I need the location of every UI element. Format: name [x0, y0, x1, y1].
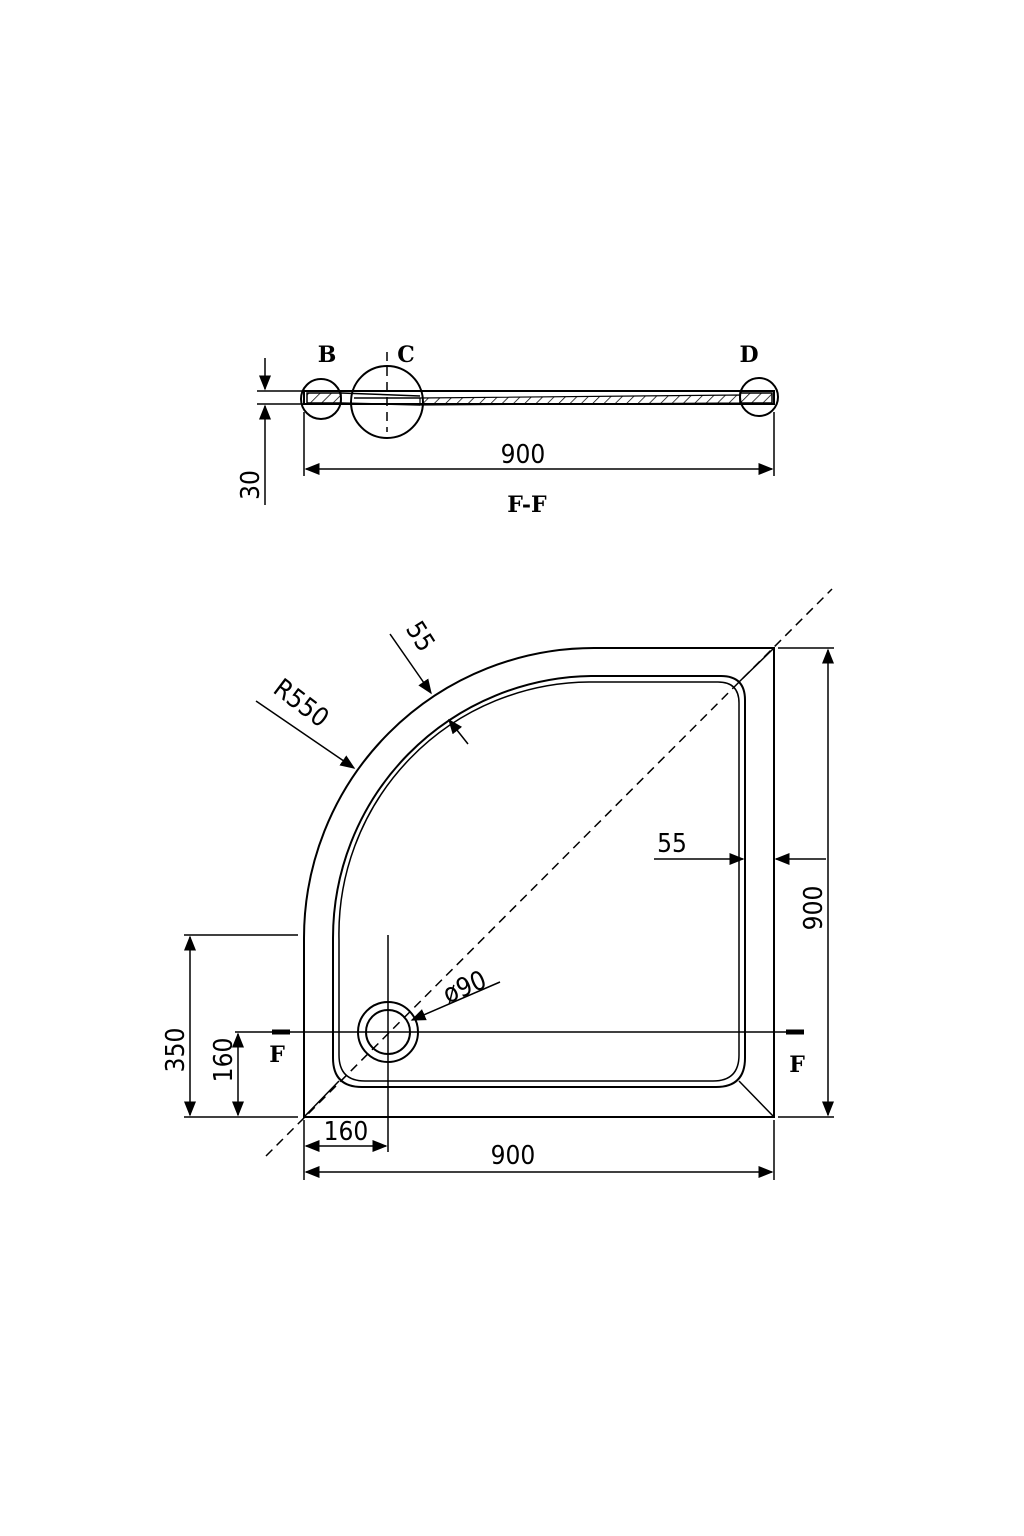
drain-offset-y-dimension: 160 [209, 1032, 244, 1117]
section-mark-left: F [269, 1042, 285, 1068]
section-caption: F-F [507, 492, 547, 518]
section-view: B C D 30 900 F-F [236, 342, 779, 518]
radius-dimension: R550 [255, 673, 356, 769]
plan-height-label: 900 [799, 886, 829, 931]
drain-offset-x-label: 160 [324, 1117, 369, 1147]
curve-start-label: 350 [161, 1028, 191, 1073]
drain-offset-x-dimension: 160 [303, 1117, 388, 1180]
height-label: 30 [236, 470, 266, 500]
tray-outer-outline [303, 647, 775, 1118]
detail-circle-c [350, 365, 424, 439]
detail-circle-b [300, 378, 342, 420]
tray-profile [303, 390, 775, 406]
plan-view: ø90 F F R550 55 55 [161, 588, 834, 1180]
width-dimension: 900 [303, 412, 775, 476]
drain-dimension: ø90 [410, 965, 501, 1021]
detail-label-c: C [397, 342, 415, 368]
plan-width-dimension: 900 [304, 1120, 775, 1180]
detail-circle-d [739, 377, 779, 417]
detail-label-d: D [739, 342, 758, 368]
section-width-label: 900 [501, 440, 546, 470]
height-dimension: 30 [236, 358, 304, 505]
drain-label: ø90 [439, 965, 491, 1010]
rim-top-label: 55 [399, 616, 440, 657]
section-mark-right: F [789, 1052, 805, 1078]
radius-label: R550 [267, 673, 334, 734]
curve-start-dimension: 350 [161, 934, 298, 1118]
drain-offset-y-label: 160 [209, 1038, 239, 1083]
rim-side-label: 55 [657, 829, 687, 859]
plan-width-label: 900 [491, 1141, 536, 1171]
section-line: F F [235, 1029, 805, 1078]
rim-dimension-curve: 55 [389, 616, 469, 745]
plan-height-dimension: 900 [778, 647, 834, 1118]
diagonal-centerline [265, 588, 833, 1157]
rim-dimension-side: 55 [654, 829, 826, 865]
detail-label-b: B [318, 342, 337, 368]
